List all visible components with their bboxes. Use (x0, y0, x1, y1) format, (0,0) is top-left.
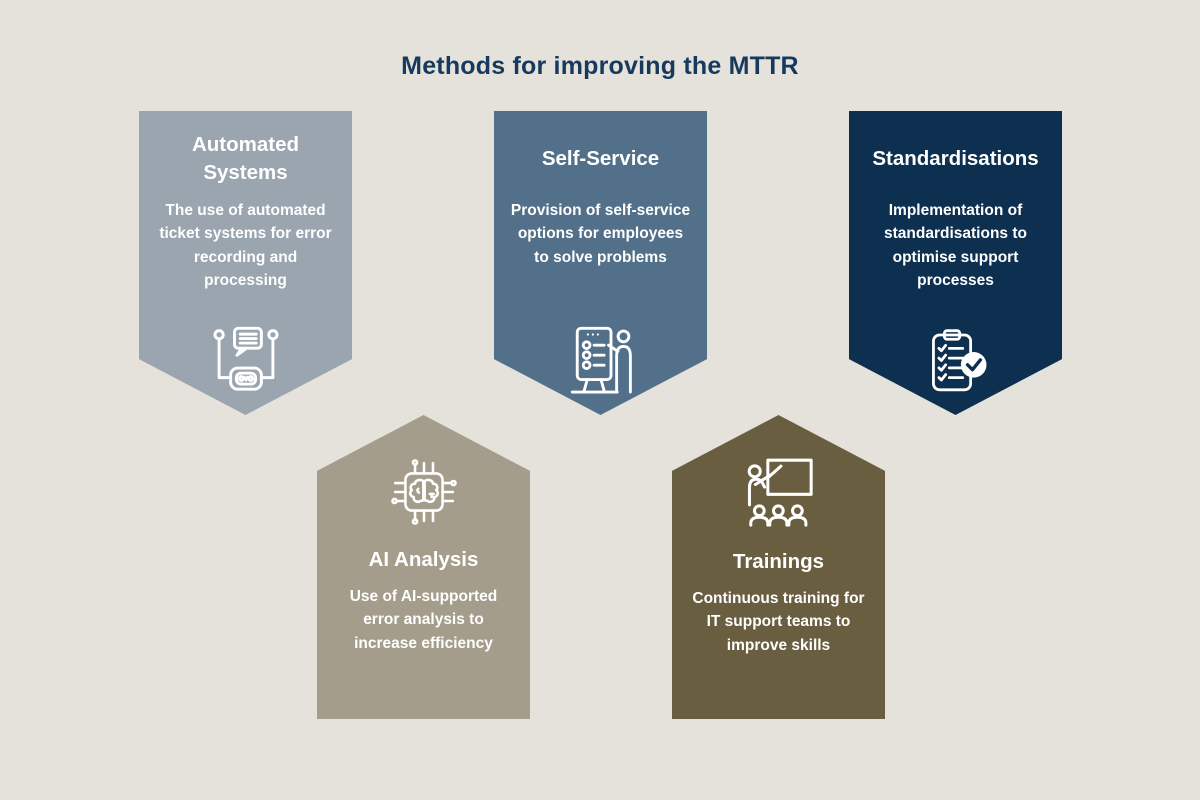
card-trainings: Trainings Continuous training for IT sup… (672, 415, 885, 719)
card-description: Implementation of standardisations to op… (884, 202, 1027, 289)
card-description: Continuous training for IT support teams… (692, 590, 865, 654)
training-presentation-icon (672, 415, 885, 535)
page-title: Methods for improving the MTTR (401, 52, 799, 80)
chatbot-icon (139, 320, 352, 402)
card-description: The use of automated ticket systems for … (159, 202, 332, 289)
card-title: Standardisations (872, 147, 1039, 171)
kiosk-icon (494, 322, 707, 402)
card-description: Provision of self-service options for em… (510, 202, 691, 266)
card-description: Use of AI-supported error analysis to in… (349, 588, 498, 652)
card-title: Trainings (732, 550, 825, 574)
card-automated-systems: Automated Systems The use of automated t… (139, 111, 352, 415)
checklist-icon (849, 324, 1062, 402)
card-title: AI Analysis (368, 548, 479, 572)
card-title: Automated Systems (191, 133, 300, 184)
ai-chip-icon (317, 415, 530, 533)
card-title: Self-Service (541, 147, 660, 171)
card-standardisations: Standardisations Implementation of stand… (849, 111, 1062, 415)
card-ai-analysis: AI Analysis Use of AI-supported error an… (317, 415, 530, 719)
card-self-service: Self-Service Provision of self-service o… (494, 111, 707, 415)
